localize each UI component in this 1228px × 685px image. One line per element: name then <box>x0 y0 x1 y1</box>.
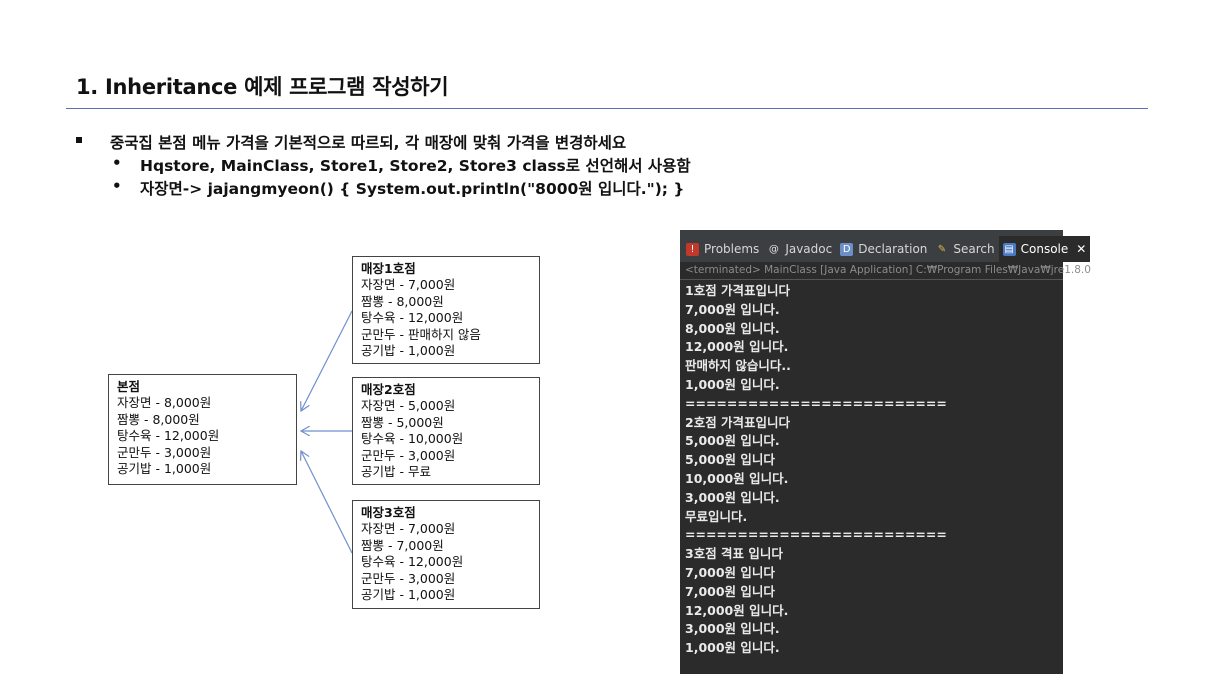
console-line: 무료입니다. <box>685 508 748 524</box>
square-bullet-icon <box>76 137 82 143</box>
menu-line: 짬뽕 - 5,000원 <box>361 414 444 430</box>
menu-line: 자장면 - 8,000원 <box>117 395 212 411</box>
title-divider <box>66 108 1148 109</box>
dot-bullet-icon: • <box>112 177 122 195</box>
search-icon: ✎ <box>937 243 947 255</box>
console-line: 2호점 가격표입니다 <box>685 414 791 430</box>
dot-bullet-icon: • <box>112 154 122 172</box>
console-line: 3,000원 입니다. <box>685 621 780 637</box>
tab-console[interactable]: ▤ Console ✕ <box>998 236 1091 262</box>
menu-line: 자장면 - 5,000원 <box>361 398 456 414</box>
console-line: 8,000원 입니다. <box>685 320 780 336</box>
sub-bullet: • Hqstore, MainClass, Store1, Store2, St… <box>76 154 691 177</box>
hq-store-title: 본점 <box>117 379 141 394</box>
console-status-line: <terminated> MainClass [Java Application… <box>680 262 1091 280</box>
tab-search[interactable]: ✎ Search <box>931 236 998 262</box>
menu-line: 군만두 - 3,000원 <box>361 570 456 586</box>
tab-declaration[interactable]: D Declaration <box>836 236 931 262</box>
console-icon: ▤ <box>1002 242 1016 256</box>
console-output[interactable]: 1호점 가격표입니다 7,000원 입니다. 8,000원 입니다. 12,00… <box>680 280 1063 658</box>
console-line: 1,000원 입니다. <box>685 640 780 656</box>
menu-line: 자장면 - 7,000원 <box>361 277 456 293</box>
tab-javadoc[interactable]: @ Javadoc <box>763 236 836 262</box>
console-line: ========================= <box>685 527 947 543</box>
menu-line: 짬뽕 - 8,000원 <box>117 411 200 427</box>
problems-icon: ! <box>686 242 699 256</box>
tab-label: Problems <box>704 242 760 256</box>
menu-line: 군만두 - 판매하지 않음 <box>361 326 481 342</box>
menu-line: 탕수육 - 12,000원 <box>361 554 464 570</box>
slide-title: 1. Inheritance 예제 프로그램 작성하기 <box>76 75 449 99</box>
view-tab-bar: ! Problems @ Javadoc D Declaration ✎ Sea… <box>680 230 1091 262</box>
sub-bullet-text: 자장면-> jajangmyeon() { System.out.println… <box>140 180 685 198</box>
bullet-main: 중국집 본점 메뉴 가격을 기본적으로 따르되, 각 매장에 맞춰 가격을 변경… <box>76 131 691 154</box>
console-line: 1호점 가격표입니다 <box>685 283 791 298</box>
console-line: 10,000원 입니다. <box>685 470 789 486</box>
menu-line: 탕수육 - 12,000원 <box>361 310 464 326</box>
tab-label: Declaration <box>858 242 928 256</box>
console-line: 판매하지 않습니다.. <box>685 358 791 374</box>
console-line: 7,000원 입니다 <box>685 583 775 599</box>
store3-box: 매장3호점 자장면 - 7,000원 짬뽕 - 7,000원 탕수육 - 12,… <box>352 500 540 609</box>
declaration-icon: D <box>840 242 854 256</box>
menu-line: 짬뽕 - 7,000원 <box>361 537 444 553</box>
store3-title: 매장3호점 <box>361 505 416 520</box>
menu-line: 탕수육 - 12,000원 <box>117 428 220 444</box>
menu-line: 탕수육 - 10,000원 <box>361 431 464 447</box>
menu-line: 짬뽕 - 8,000원 <box>361 293 444 309</box>
store1-title: 매장1호점 <box>361 261 416 276</box>
arrow-store3-to-hq <box>301 451 353 554</box>
tab-problems[interactable]: ! Problems <box>682 236 763 262</box>
console-line: 7,000원 입니다 <box>685 564 775 580</box>
console-line: ========================= <box>685 395 947 411</box>
tab-label: Javadoc <box>785 242 833 256</box>
arrow-store1-to-hq <box>301 310 353 411</box>
console-line: 12,000원 입니다. <box>685 602 789 618</box>
menu-line: 공기밥 - 1,000원 <box>361 343 456 359</box>
menu-line: 군만두 - 3,000원 <box>361 447 456 463</box>
console-line: 5,000원 입니다. <box>685 433 780 449</box>
store1-box: 매장1호점 자장면 - 7,000원 짬뽕 - 8,000원 탕수육 - 12,… <box>352 256 540 364</box>
javadoc-icon: @ <box>768 243 779 255</box>
sub-bullet-text: Hqstore, MainClass, Store1, Store2, Stor… <box>140 157 691 175</box>
store2-title: 매장2호점 <box>361 382 416 397</box>
sub-bullet: • 자장면-> jajangmyeon() { System.out.print… <box>76 177 691 200</box>
hq-store-box: 본점 자장면 - 8,000원 짬뽕 - 8,000원 탕수육 - 12,000… <box>108 374 297 485</box>
close-icon[interactable]: ✕ <box>1076 242 1087 256</box>
menu-line: 공기밥 - 무료 <box>361 464 431 480</box>
store2-box: 매장2호점 자장면 - 5,000원 짬뽕 - 5,000원 탕수육 - 10,… <box>352 377 540 485</box>
menu-line: 공기밥 - 1,000원 <box>117 461 212 477</box>
console-line: 1,000원 입니다. <box>685 376 780 392</box>
console-line: 5,000원 입니다 <box>685 452 775 468</box>
tab-label: Console <box>1020 242 1069 256</box>
console-line: 12,000원 입니다. <box>685 339 789 355</box>
console-line: 3,000원 입니다. <box>685 489 780 505</box>
bullet-main-text: 중국집 본점 메뉴 가격을 기본적으로 따르되, 각 매장에 맞춰 가격을 변경… <box>110 134 627 152</box>
menu-line: 공기밥 - 1,000원 <box>361 587 456 603</box>
tab-label: Search <box>953 242 995 256</box>
menu-line: 자장면 - 7,000원 <box>361 521 456 537</box>
console-line: 7,000원 입니다. <box>685 301 780 317</box>
menu-line: 군만두 - 3,000원 <box>117 444 212 460</box>
bullet-list: 중국집 본점 메뉴 가격을 기본적으로 따르되, 각 매장에 맞춰 가격을 변경… <box>76 131 691 200</box>
eclipse-console-panel: ! Problems @ Javadoc D Declaration ✎ Sea… <box>680 230 1091 674</box>
console-line: 3호점 격표 입니다 <box>685 546 783 562</box>
